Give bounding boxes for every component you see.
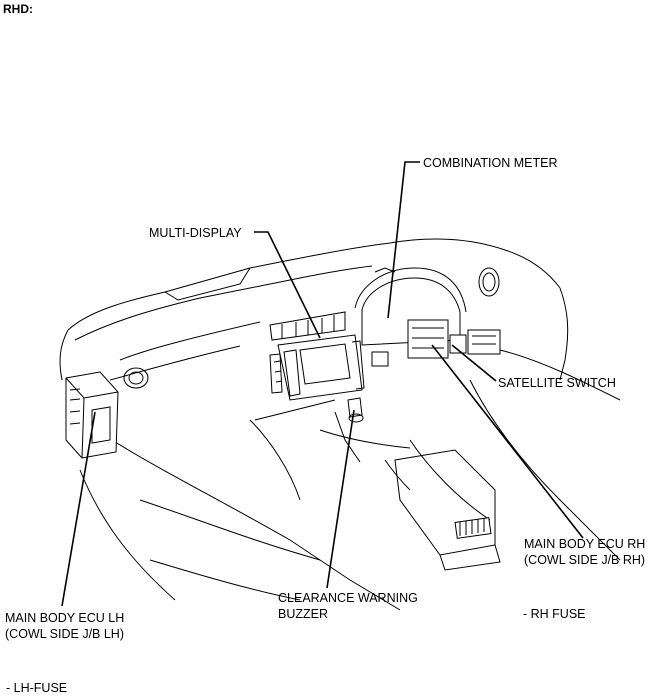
leader-clearance-buzzer xyxy=(326,409,355,589)
label-clearance-warning-buzzer-line1: CLEARANCE WARNING xyxy=(278,591,418,605)
label-main-body-ecu-lh-line2: (COWL SIDE J/B LH) xyxy=(5,627,124,641)
multi-display-unit xyxy=(269,334,365,401)
air-vent-left xyxy=(123,367,149,389)
air-vent-right xyxy=(478,267,500,297)
label-main-body-ecu-rh-line1: MAIN BODY ECU RH xyxy=(524,537,646,551)
main-body-ecu-lh xyxy=(65,371,119,459)
satellite-switch-unit xyxy=(407,319,501,359)
label-satellite-switch: SATELLITE SWITCH xyxy=(498,376,616,390)
page-title: RHD: xyxy=(3,2,33,16)
center-vents xyxy=(269,311,346,341)
leader-combination-meter xyxy=(387,161,420,319)
leader-lines xyxy=(61,161,584,607)
leader-satellite-switch xyxy=(451,344,497,382)
label-clearance-warning-buzzer-line2: BUZZER xyxy=(278,607,328,621)
label-combination-meter: COMBINATION METER xyxy=(423,156,558,170)
label-main-body-ecu-lh-line1: MAIN BODY ECU LH xyxy=(5,611,125,625)
leader-main-body-ecu-rh xyxy=(431,344,584,539)
label-main-body-ecu-rh-line2: (COWL SIDE J/B RH) xyxy=(524,553,646,567)
label-multi-display: MULTI-DISPLAY xyxy=(149,226,242,240)
leader-main-body-ecu-lh xyxy=(61,411,96,607)
clearance-warning-buzzer xyxy=(347,397,364,423)
label-lh-fuse: - LH-FUSE xyxy=(6,681,68,695)
leader-multi-display xyxy=(254,231,321,339)
dashboard-outline xyxy=(59,238,621,611)
label-rh-fuse: - RH FUSE xyxy=(523,607,586,621)
